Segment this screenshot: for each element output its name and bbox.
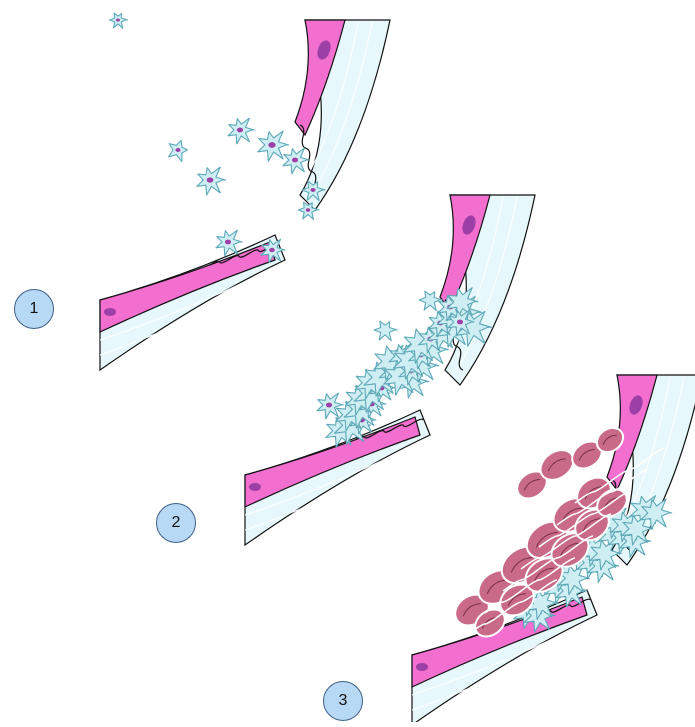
step-3-badge: 3 xyxy=(323,681,363,721)
stage-3-lower-nucleus xyxy=(416,663,428,671)
step-3-label: 3 xyxy=(339,692,348,710)
stage-1-lower-endothelium xyxy=(100,242,275,332)
stage-3 xyxy=(412,375,695,722)
step-2-label: 2 xyxy=(172,514,181,532)
stage-2-plug-platelet-nucleus xyxy=(326,403,332,408)
stage-1-platelet-j-nucleus xyxy=(269,248,275,252)
stage-1-platelet-h-nucleus xyxy=(306,208,310,212)
stage-1-platelet-b-nucleus xyxy=(175,148,180,152)
stage-1-platelet-i-nucleus xyxy=(225,240,231,245)
stage-1-platelet-f-nucleus xyxy=(292,158,298,163)
step-2-badge: 2 xyxy=(156,503,196,543)
stage-1-platelet-e-nucleus xyxy=(268,142,275,148)
stage-1-platelet-g-nucleus xyxy=(310,188,315,192)
stage-1-platelet-a-nucleus xyxy=(116,18,120,21)
stage-2-lower-nucleus xyxy=(249,483,261,491)
stage-2-plug-platelet-nucleus xyxy=(457,320,463,325)
step-1-badge: 1 xyxy=(14,289,54,329)
stage-1-lower-nucleus xyxy=(104,308,116,316)
stage-2 xyxy=(245,195,535,545)
stage-2-free-platelet xyxy=(374,321,397,341)
step-1-label: 1 xyxy=(30,300,39,318)
stage-2-free-platelet xyxy=(419,291,442,311)
stage-1-platelet-c-nucleus xyxy=(207,177,214,182)
stage-1-platelet-d-nucleus xyxy=(237,128,243,133)
stage-1 xyxy=(100,13,390,370)
